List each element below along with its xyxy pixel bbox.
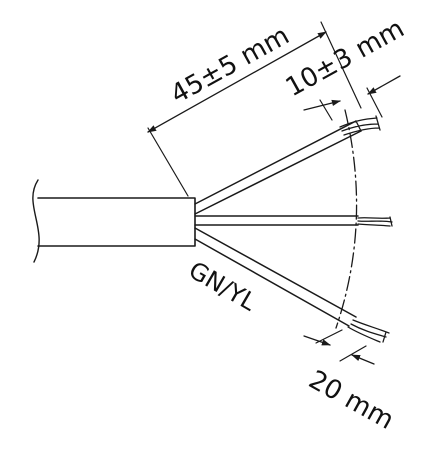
label-conductor-strip: 10±3 mm — [281, 14, 410, 103]
label-wire-offset: 20 mm — [304, 365, 399, 436]
cut-arc — [335, 109, 358, 329]
dimension-conductor-strip — [303, 75, 401, 121]
dimension-wire-offset — [303, 329, 375, 365]
upper-conductor-strands — [339, 115, 381, 136]
cable-break-line — [32, 179, 40, 263]
middle-conductor-strands — [357, 216, 393, 227]
cable-sheath — [32, 179, 196, 263]
earth-conductor — [194, 227, 390, 343]
upper-conductor — [194, 115, 381, 215]
label-earth-wire: GN/YL — [184, 256, 261, 317]
earth-conductor-strands — [347, 319, 390, 343]
label-overall-strip: 45±5 mm — [166, 21, 295, 110]
middle-conductor — [194, 215, 393, 227]
dimension-overall-strip — [147, 21, 362, 197]
